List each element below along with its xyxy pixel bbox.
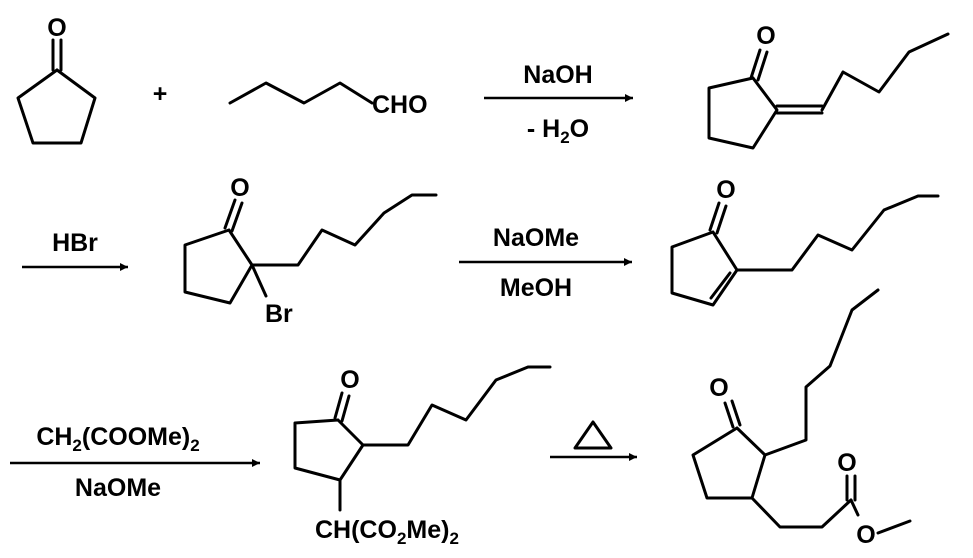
reaction-arrow-4: CH2(COOMe)2 NaOMe — [10, 423, 260, 502]
plus-sign: + — [153, 80, 168, 108]
reagent-naome: NaOMe — [493, 224, 579, 252]
ester-oxygen-label: O — [856, 521, 875, 549]
pentyl-cyclopentenone: O — [670, 176, 940, 307]
cho-label: CHO — [372, 91, 428, 119]
oxygen-label: O — [340, 366, 359, 394]
carbonyl-oxygen-label: O — [837, 449, 856, 477]
malonate-adduct: O CH(CO2Me)2 — [293, 365, 552, 548]
oxygen-label: O — [709, 374, 728, 402]
pentanal: CHO — [228, 81, 428, 119]
cyclopentanone: O — [16, 14, 97, 145]
reaction-arrow-2: HBr — [22, 229, 128, 271]
bromine-label: Br — [265, 300, 293, 328]
reaction-arrow-1: NaOH - H2O — [484, 61, 633, 147]
oxygen-label: O — [756, 22, 775, 50]
methyl-dihydrojasmonate: O O O — [691, 288, 912, 549]
reagent-hbr: HBr — [52, 229, 98, 257]
oxygen-label: O — [716, 176, 735, 204]
reaction-arrow-5 — [550, 420, 637, 461]
solvent-meoh: MeOH — [500, 274, 572, 302]
reagent-naoh: NaOH — [523, 61, 592, 89]
malonate-label: CH(CO2Me)2 — [315, 516, 459, 548]
bromo-pentyl-cyclopentanone: O Br — [183, 174, 438, 328]
reagent-dimethyl-malonate: CH2(COOMe)2 — [36, 423, 199, 455]
oxygen-label: O — [47, 14, 66, 42]
reaction-arrow-3: NaOMe MeOH — [459, 224, 632, 302]
heat-triangle-icon — [573, 420, 613, 450]
reagent-naome-2: NaOMe — [75, 474, 161, 502]
byproduct-water: - H2O — [527, 115, 589, 147]
oxygen-label: O — [230, 174, 249, 202]
pentylidene-cyclopentanone: O — [707, 22, 950, 150]
